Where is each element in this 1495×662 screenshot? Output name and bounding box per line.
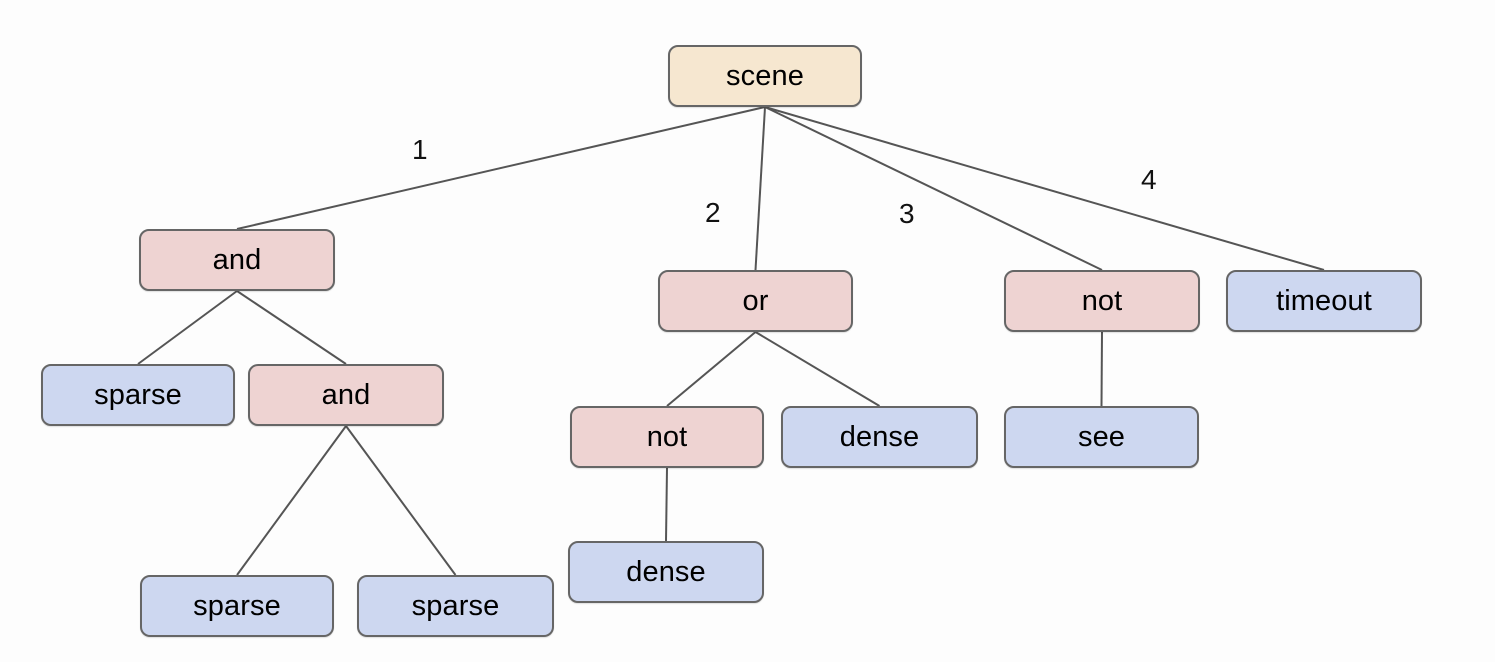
tree-node-and1[interactable]: and [139,229,335,291]
tree-node-not2[interactable]: not [570,406,764,468]
tree-node-label: see [1077,420,1126,453]
tree-edge-not1-see1 [1100,331,1103,407]
tree-node-label: dense [626,555,706,588]
tree-node-dense1[interactable]: dense [781,406,978,468]
tree-node-label: not [646,420,688,453]
tree-edge-or1-not2 [666,331,757,407]
tree-node-timeout1[interactable]: timeout [1226,270,1422,332]
tree-node-or1[interactable]: or [658,270,853,332]
tree-node-dense2[interactable]: dense [568,541,764,603]
tree-node-sparse3[interactable]: sparse [357,575,554,637]
tree-node-label: not [1081,284,1123,317]
tree-node-label: sparse [411,589,500,622]
edge-label-2: 2 [705,197,721,228]
tree-edge-and1-and2 [236,290,347,365]
tree-node-sparse1[interactable]: sparse [41,364,235,426]
tree-edge-scene-not1 [764,106,1103,271]
tree-node-label: and [212,243,262,276]
tree-node-label: or [742,284,769,317]
tree-node-not1[interactable]: not [1004,270,1200,332]
tree-node-sparse2[interactable]: sparse [140,575,334,637]
tree-node-label: sparse [94,378,182,411]
tree-node-see1[interactable]: see [1004,406,1199,468]
edge-label-1: 1 [412,134,428,165]
tree-edge-or1-dense1 [754,331,881,407]
tree-edge-not2-dense2 [665,467,668,542]
tree-node-scene[interactable]: scene [668,45,862,107]
tree-node-label: and [321,378,371,411]
edge-label-4: 4 [1141,164,1157,195]
tree-edge-and2-sparse3 [345,425,457,576]
edge-label-3: 3 [899,198,915,229]
tree-node-and2[interactable]: and [248,364,444,426]
tree-edge-scene-or1 [754,106,766,271]
tree-edge-and2-sparse2 [236,425,347,576]
tree-node-label: dense [839,420,920,453]
tree-node-label: timeout [1276,284,1372,317]
tree-node-label: sparse [193,589,281,622]
tree-node-label: scene [726,59,804,92]
tree-edge-scene-timeout1 [764,106,1325,271]
tree-edge-scene-and1 [236,106,766,230]
tree-edge-and1-sparse1 [137,290,238,365]
